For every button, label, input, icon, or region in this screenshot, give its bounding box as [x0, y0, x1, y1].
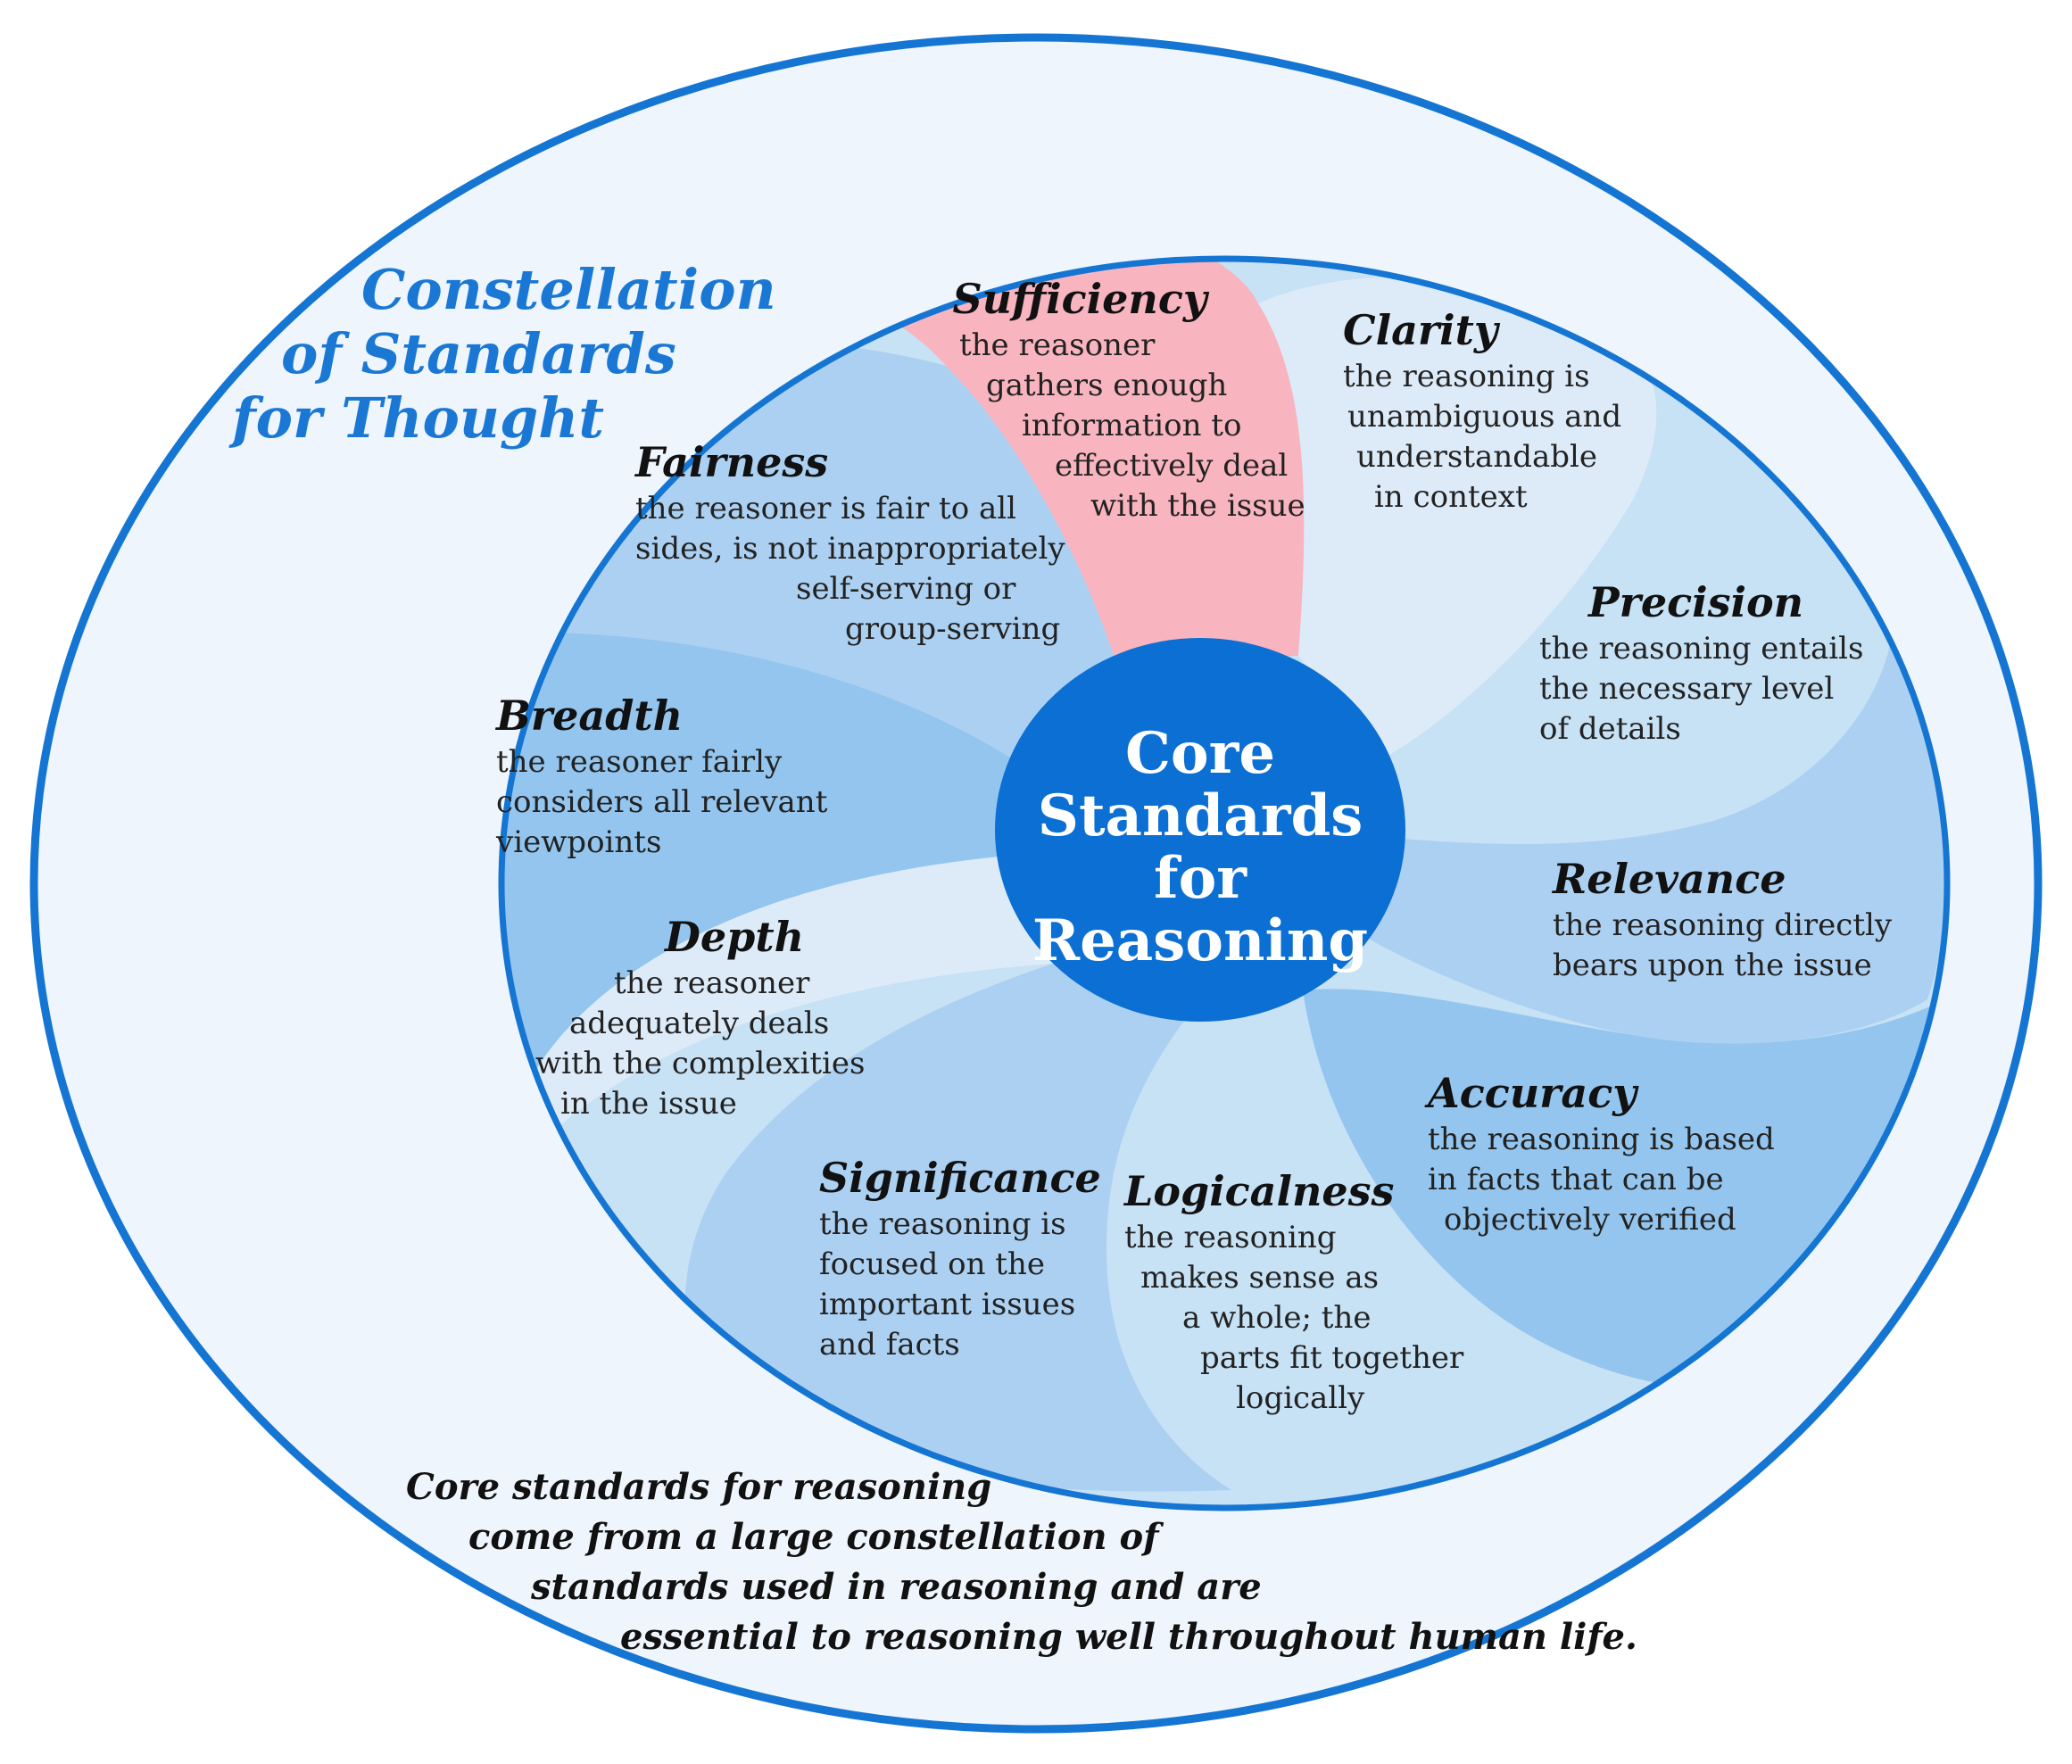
standard-description-line: the reasoning entails — [1539, 631, 1864, 667]
standard-description-line: and facts — [819, 1327, 960, 1362]
petal-sufficiency-region — [732, 259, 1305, 660]
standard-description-line: the reasoning directly — [1553, 907, 1893, 943]
standard-depth: Depth the reasoner adequately deals with… — [535, 910, 866, 1124]
standard-clarity: Clarity the reasoning is unambiguous and… — [1343, 303, 1621, 518]
petal-breadth-region — [501, 632, 1026, 1187]
standard-name: Breadth — [496, 692, 684, 740]
center-label-line: Core — [1124, 720, 1276, 787]
standard-description-line: the necessary level — [1539, 671, 1835, 707]
footer-line: Core standards for reasoning — [406, 1466, 992, 1508]
standard-description-line: the reasoning is based — [1428, 1122, 1775, 1157]
standard-sufficiency: Sufficiency the reasoner gathers enough … — [937, 272, 1305, 526]
standard-name: Relevance — [1553, 855, 1786, 903]
title-line: for Thought — [232, 385, 604, 451]
center-label-line: for — [1154, 845, 1247, 912]
standard-description-line: considers all relevant — [496, 784, 828, 820]
standard-description-line: in context — [1374, 479, 1528, 515]
standard-description-line: viewpoints — [496, 824, 662, 860]
standard-description-line: focused on the — [819, 1246, 1045, 1282]
standard-accuracy: Accuracy the reasoning is based in facts… — [1428, 1066, 1775, 1240]
core-ellipse-outline — [498, 255, 1951, 1511]
standard-description-line: the reasoning is — [819, 1206, 1066, 1242]
standard-name: Fairness — [635, 438, 829, 486]
standard-name: Precision — [1588, 578, 1804, 626]
standard-breadth: Breadth the reasoner fairly considers al… — [496, 689, 827, 863]
standard-logicalness: Logicalness the reasoning makes sense as… — [1124, 1164, 1463, 1419]
center-circle — [995, 638, 1405, 1022]
standard-significance: Significance the reasoning is focused on… — [819, 1151, 1101, 1365]
standard-description-line: sides, is not inappropriately — [635, 531, 1065, 567]
petal-significance-region — [684, 964, 1231, 1492]
standard-name: Clarity — [1343, 306, 1498, 354]
standard-name: Accuracy — [1428, 1069, 1637, 1117]
standard-description-line: bears upon the issue — [1553, 948, 1872, 983]
standard-description-line: logically — [1236, 1380, 1365, 1416]
standard-description-line: adequately deals — [569, 1006, 830, 1041]
standard-description-line: parts fit together — [1200, 1340, 1464, 1376]
standard-description-line: the reasoner is fair to all — [635, 491, 1017, 526]
standard-description-line: in facts that can be — [1428, 1162, 1724, 1197]
petal-clarity-region — [1258, 277, 1657, 758]
standard-description-line: unambiguous and — [1347, 399, 1622, 435]
standard-description-line: gathers enough — [986, 368, 1228, 403]
petal-logicalness-region — [1106, 990, 1740, 1508]
standard-description-line: in the issue — [560, 1086, 737, 1122]
standard-description-line: the reasoner — [959, 327, 1156, 363]
title-line: of Standards — [281, 321, 676, 386]
standard-description-line: important issues — [819, 1287, 1076, 1322]
standard-description-line: effectively deal — [1055, 448, 1289, 484]
standard-fairness: Fairness the reasoner is fair to all sid… — [635, 435, 1065, 650]
petal-relevance-region — [1365, 580, 1947, 1044]
standard-description-line: with the complexities — [535, 1046, 866, 1081]
standard-description-line: information to — [1022, 408, 1242, 443]
standard-description-line: understandable — [1356, 439, 1598, 475]
footer-line: come from a large constellation of — [468, 1516, 1159, 1558]
standard-description-line: of details — [1539, 711, 1681, 747]
petal-group — [501, 259, 1947, 1508]
standard-relevance: Relevance the reasoning directly bears u… — [1553, 852, 1892, 986]
standard-description-line: group-serving — [845, 611, 1061, 647]
standard-name: Logicalness — [1124, 1167, 1395, 1215]
standard-description-line: the reasoning — [1124, 1220, 1337, 1255]
standard-name: Depth — [665, 913, 805, 961]
center-label-line: Standards — [1037, 783, 1363, 849]
standard-precision: Precision the reasoning entails the nece… — [1539, 576, 1863, 749]
standard-description-line: the reasoning is — [1343, 359, 1590, 394]
standard-description-line: with the issue — [1090, 488, 1305, 524]
standard-description-line: objectively verified — [1444, 1202, 1736, 1238]
standard-description-line: a whole; the — [1182, 1300, 1372, 1336]
footer-line: essential to reasoning well throughout h… — [620, 1616, 1637, 1658]
standard-name: Sufficiency — [952, 275, 1207, 323]
title-line: Constellation — [361, 257, 776, 322]
standard-name: Significance — [819, 1154, 1101, 1202]
center-label-line: Reasoning — [1032, 907, 1369, 974]
footer-line: standards used in reasoning and are — [531, 1566, 1262, 1608]
standard-description-line: the reasoner — [614, 965, 810, 1001]
standard-description-line: the reasoner fairly — [496, 744, 783, 780]
standard-description-line: self-serving or — [796, 571, 1016, 607]
standard-description-line: makes sense as — [1140, 1260, 1380, 1296]
center-label: Core Standards for Reasoning — [990, 678, 1410, 1017]
